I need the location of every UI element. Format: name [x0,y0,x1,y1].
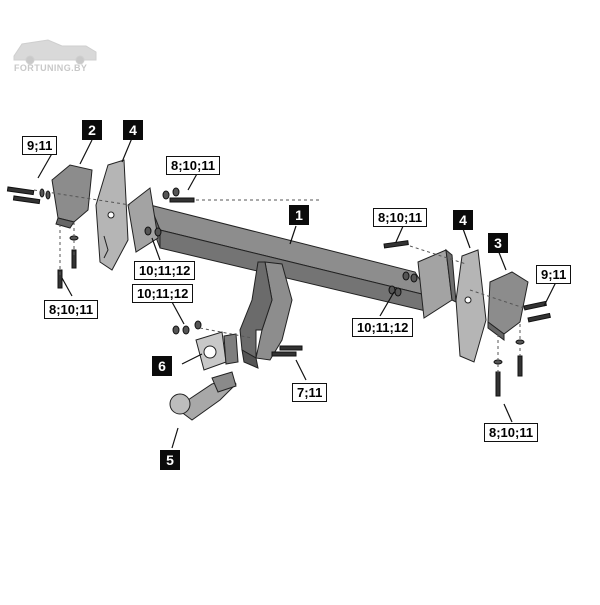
part-number-5: 5 [160,450,180,470]
tow-ball [169,371,237,421]
crossbar-beam [127,187,457,369]
callout-8-10-11-top-mid: 8;10;11 [166,156,221,175]
bracket-left [51,164,93,229]
part-number-4-right: 4 [453,210,473,230]
part-number-4-left: 4 [123,120,143,140]
side-plate-right [455,249,487,363]
callout-9-11-right: 9;11 [536,265,572,284]
part-number-3: 3 [488,233,508,253]
callout-8-10-11-bottom-left: 8;10;11 [44,300,99,319]
socket-plate [195,331,239,371]
side-plate-left [95,159,129,271]
callout-10-11-12-a: 10;11;12 [134,261,196,280]
callout-9-11-left: 9;11 [22,136,58,155]
callout-8-10-11-bottom-right: 8;10;11 [484,423,539,442]
callout-8-10-11-top-right: 8;10;11 [373,208,428,227]
bracket-right [487,271,529,341]
part-number-1: 1 [289,205,309,225]
part-number-6: 6 [152,356,172,376]
assembly-guides [33,189,525,374]
part-number-2: 2 [82,120,102,140]
callout-10-11-12-b: 10;11;12 [132,284,194,303]
callout-10-11-12-c: 10;11;12 [352,318,414,337]
watermark-logo [13,39,97,65]
washers [39,187,525,365]
callout-7-11: 7;11 [292,383,328,402]
watermark-text: FORTUNING.BY [14,63,88,73]
